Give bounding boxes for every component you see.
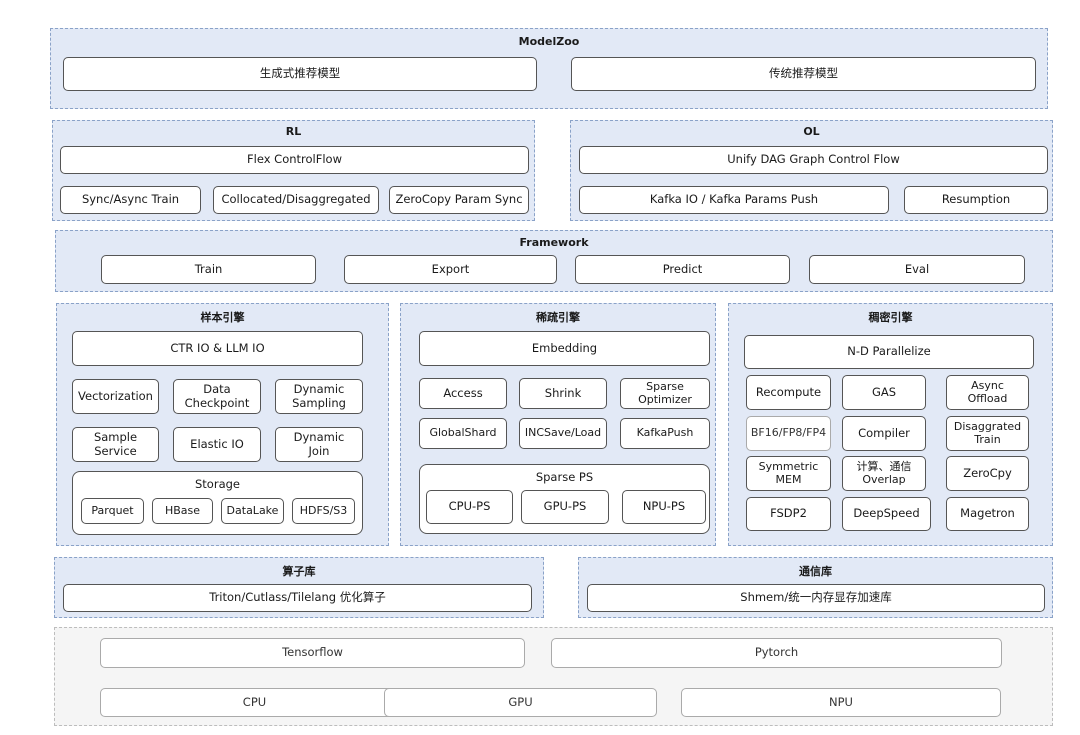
sync-async-train: Sync/Async Train [60, 186, 201, 214]
gpu-ps: GPU-PS [521, 490, 609, 524]
tensorflow: Tensorflow [100, 638, 525, 668]
compiler: Compiler [842, 416, 926, 451]
cpu: CPU [100, 688, 409, 717]
communication-library-panel: 通信库 Shmem/统一内存显存加速库 [578, 557, 1053, 618]
disaggrated-train: Disaggrated Train [946, 416, 1029, 451]
rl-panel: RL Flex ControlFlow Sync/Async Train Col… [52, 120, 535, 221]
framework-export: Export [344, 255, 557, 284]
operator-library-title: 算子库 [282, 565, 316, 578]
dynamic-join: Dynamic Join [275, 427, 363, 462]
sparse-shrink: Shrink [519, 378, 607, 409]
vectorization: Vectorization [72, 379, 159, 414]
modelzoo-panel: ModelZoo 生成式推荐模型 传统推荐模型 [50, 28, 1048, 109]
zerocpy: ZeroCpy [946, 456, 1029, 491]
framework-eval: Eval [809, 255, 1025, 284]
storage-title: Storage [195, 477, 240, 491]
sparse-engine-panel: 稀疏引擎 Embedding Access Shrink Sparse Opti… [400, 303, 716, 546]
elastic-io: Elastic IO [173, 427, 261, 462]
async-offload: Async Offload [946, 375, 1029, 410]
nd-parallelize: N-D Parallelize [744, 335, 1034, 369]
fsdp2: FSDP2 [746, 497, 831, 531]
bf16-fp8-fp4: BF16/FP8/FP4 [746, 416, 831, 451]
sample-engine-panel: 样本引擎 CTR IO & LLM IO Vectorization Data … [56, 303, 389, 546]
magetron: Magetron [946, 497, 1029, 531]
optimized-operators: Triton/Cutlass/Tilelang 优化算子 [63, 584, 532, 612]
storage-datalake: DataLake [221, 498, 284, 524]
sparse-ps-group: Sparse PS CPU-PS GPU-PS NPU-PS [419, 464, 710, 534]
rl-title: RL [285, 125, 302, 138]
sparse-engine-title: 稀疏引擎 [536, 311, 580, 324]
resumption: Resumption [904, 186, 1048, 214]
npu: NPU [681, 688, 1001, 717]
modelzoo-title: ModelZoo [518, 35, 580, 48]
storage-hbase: HBase [152, 498, 213, 524]
storage-hdfs-s3: HDFS/S3 [292, 498, 355, 524]
global-shard: GlobalShard [419, 418, 507, 449]
collocated-disaggregated: Collocated/Disaggregated [213, 186, 379, 214]
gpu: GPU [384, 688, 657, 717]
sparse-optimizer: Sparse Optimizer [620, 378, 710, 409]
dense-engine-panel: 稠密引擎 N-D Parallelize Recompute GAS Async… [728, 303, 1053, 546]
compute-comm-overlap: 计算、通信 Overlap [842, 456, 926, 491]
kafka-io-params-push: Kafka IO / Kafka Params Push [579, 186, 889, 214]
pytorch: Pytorch [551, 638, 1002, 668]
data-checkpoint: Data Checkpoint [173, 379, 261, 414]
sample-service: Sample Service [72, 427, 159, 462]
gas: GAS [842, 375, 926, 410]
embedding: Embedding [419, 331, 710, 366]
framework-predict: Predict [575, 255, 790, 284]
ol-title: OL [803, 125, 820, 138]
communication-library-title: 通信库 [799, 565, 832, 578]
unify-dag-control-flow: Unify DAG Graph Control Flow [579, 146, 1048, 174]
unified-memory-acceleration: Shmem/统一内存显存加速库 [587, 584, 1045, 612]
framework-train: Train [101, 255, 316, 284]
deepspeed: DeepSpeed [842, 497, 931, 531]
flex-controlflow: Flex ControlFlow [60, 146, 529, 174]
dynamic-sampling: Dynamic Sampling [275, 379, 363, 414]
framework-title: Framework [519, 236, 589, 249]
ol-panel: OL Unify DAG Graph Control Flow Kafka IO… [570, 120, 1053, 221]
sparse-access: Access [419, 378, 507, 409]
sample-engine-title: 样本引擎 [200, 311, 245, 324]
recompute: Recompute [746, 375, 831, 410]
inc-save-load: INCSave/Load [519, 418, 607, 449]
operator-library-panel: 算子库 Triton/Cutlass/Tilelang 优化算子 [54, 557, 544, 618]
sparse-ps-title: Sparse PS [535, 470, 594, 484]
zerocopy-param-sync: ZeroCopy Param Sync [389, 186, 529, 214]
generative-rec-model: 生成式推荐模型 [63, 57, 537, 91]
storage-group: Storage Parquet HBase DataLake HDFS/S3 [72, 471, 363, 535]
dense-engine-title: 稠密引擎 [868, 311, 913, 324]
framework-panel: Framework Train Export Predict Eval [55, 230, 1053, 292]
kafka-push: KafkaPush [620, 418, 710, 449]
symmetric-mem: Symmetric MEM [746, 456, 831, 491]
cpu-ps: CPU-PS [426, 490, 513, 524]
ctr-llm-io: CTR IO & LLM IO [72, 331, 363, 366]
traditional-rec-model: 传统推荐模型 [571, 57, 1036, 91]
npu-ps: NPU-PS [622, 490, 706, 524]
base-layer-panel: Tensorflow Pytorch CPU GPU NPU [54, 627, 1053, 726]
storage-parquet: Parquet [81, 498, 144, 524]
